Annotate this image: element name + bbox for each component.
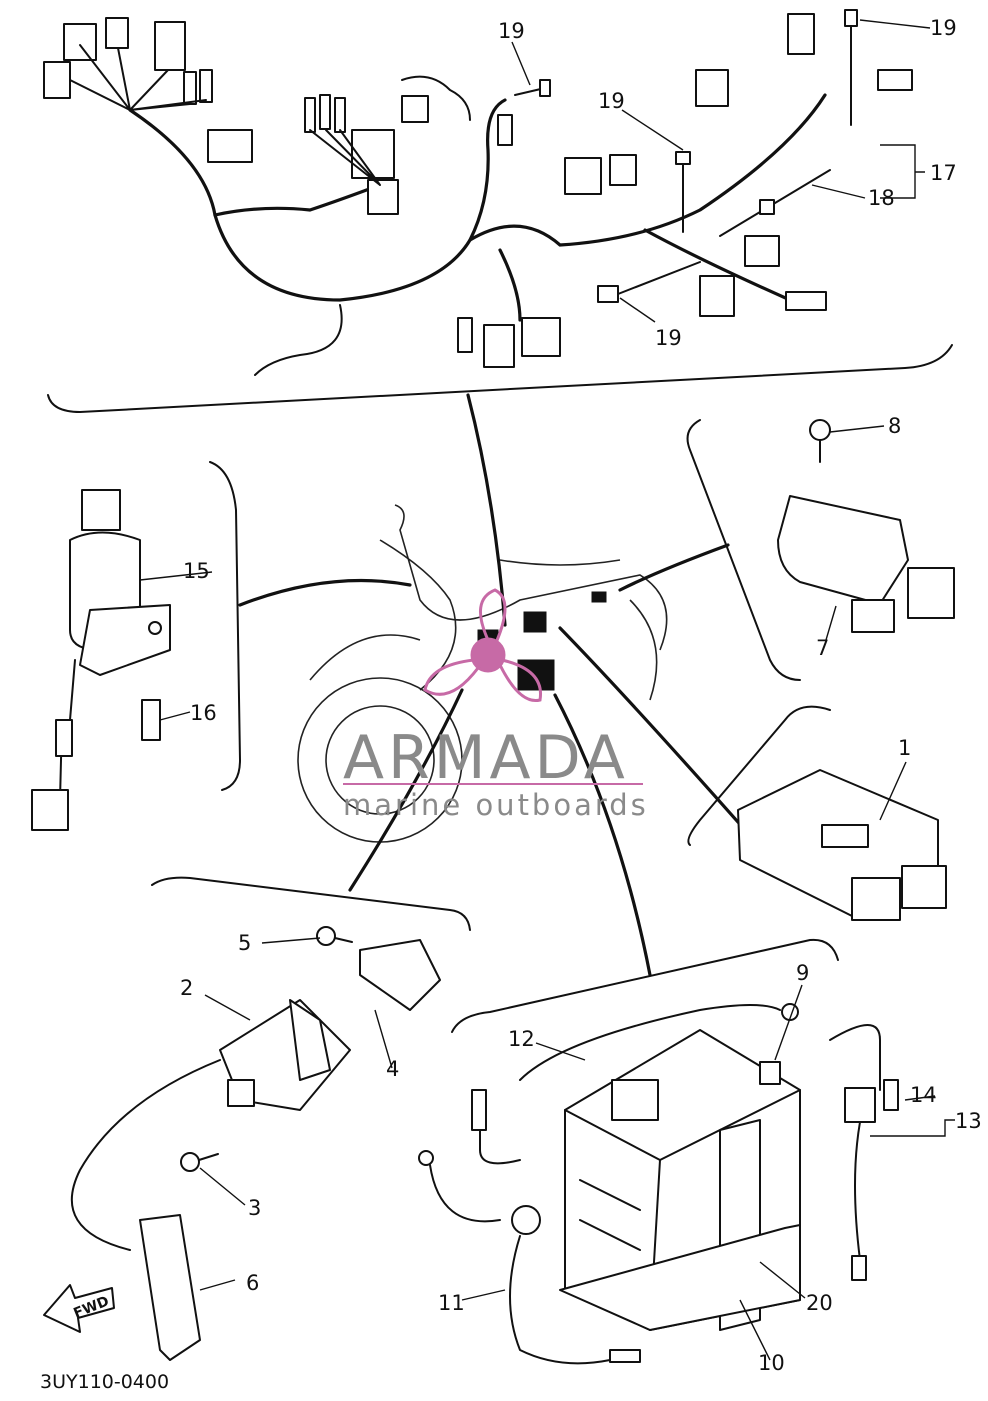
battery: [418, 1003, 801, 1365]
callout-16: 16: [190, 701, 217, 725]
callout-8: 8: [888, 414, 901, 438]
callout-20: 20: [806, 1291, 833, 1315]
watermark: ARMADA marine outboards: [343, 588, 649, 822]
coil-bracket: [151, 876, 471, 931]
callout-7: 7: [816, 636, 829, 660]
callout-10: 10: [758, 1351, 785, 1375]
callout-2: 2: [180, 976, 193, 1000]
regulator-bracket: [686, 419, 801, 681]
diagram-code: 3UY110-0400: [40, 1371, 169, 1393]
callout-4: 4: [386, 1057, 399, 1081]
ignition-coil: [43, 926, 441, 1361]
callout-1: 1: [898, 736, 911, 760]
leader-harness: [466, 393, 507, 627]
callout-19-top: 19: [498, 19, 525, 43]
cdi-bracket: [687, 705, 831, 846]
callout-3: 3: [248, 1196, 261, 1220]
callout-11: 11: [438, 1291, 465, 1315]
callout-19-bottom: 19: [655, 326, 682, 350]
callout-17: 17: [930, 161, 957, 185]
callout-5: 5: [238, 931, 251, 955]
callout-leaders: [139, 19, 955, 1361]
battery-bracket: [451, 938, 839, 1033]
harness-bracket: [47, 344, 953, 413]
callout-13: 13: [955, 1109, 982, 1133]
leader-regulator: [618, 543, 730, 592]
leader-battery: [553, 693, 652, 977]
callout-15: 15: [183, 559, 210, 583]
callout-14: 14: [910, 1083, 937, 1107]
wire-harness: [43, 9, 953, 413]
callout-12: 12: [508, 1027, 535, 1051]
callout-19-middle: 19: [598, 89, 625, 113]
main-switch-bracket: [209, 461, 241, 791]
callout-9: 9: [796, 961, 809, 985]
main-switch: [31, 489, 171, 831]
callout-6: 6: [246, 1271, 259, 1295]
rectifier-regulator: [777, 419, 955, 633]
leader-cdi: [558, 626, 747, 832]
cdi-unit: [737, 769, 947, 921]
watermark-subtitle: marine outboards: [343, 788, 649, 822]
callout-18: 18: [868, 186, 895, 210]
watermark-title: ARMADA: [343, 723, 629, 793]
callout-19-upper-right: 19: [930, 16, 957, 40]
leader-main-switch: [238, 578, 412, 607]
starter-relay-fuse: [829, 1024, 899, 1281]
watermark-logo: [423, 588, 543, 703]
